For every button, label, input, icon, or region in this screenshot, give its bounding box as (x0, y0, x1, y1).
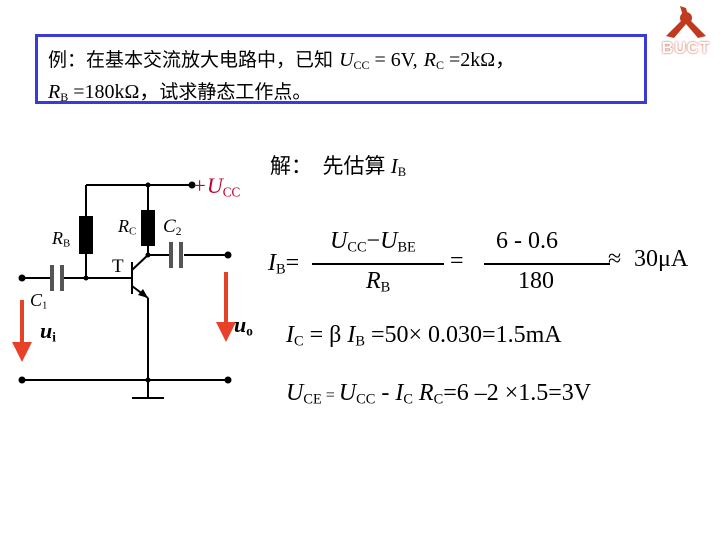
equation-uce: UCE = UCC - IC RC=6 –2 ×1.5=3V (286, 380, 592, 408)
problem-suffix: 试求静态工作点。 (159, 81, 312, 103)
transistor-label: T (112, 256, 124, 277)
input-terminal (18, 274, 26, 282)
eq1-numerator-2: 6 - 0.6 (496, 228, 558, 254)
input-ground-terminal (18, 376, 26, 384)
rc-resistor (141, 210, 155, 246)
c1-label: C1 (30, 290, 48, 312)
collector-junction (145, 252, 151, 258)
eq1-approx: ≈ (608, 246, 622, 272)
buct-logo: BUCT (652, 4, 720, 64)
ground-junction (145, 377, 151, 383)
vcc-terminal (188, 181, 196, 189)
rb-label: RB (52, 228, 71, 250)
emitter-arrow-icon (138, 289, 148, 298)
ui-label: ui (40, 318, 56, 345)
eq1-denominator-2: 180 (518, 268, 554, 294)
eq1-result: 30μA (634, 246, 689, 272)
output-ground-terminal (224, 376, 232, 384)
rb-given: RB =180kΩ， (48, 81, 160, 104)
problem-line-1: 例：在基本交流放大电路中，已知 UCC = 6V, RC =2kΩ， (48, 43, 515, 73)
rc-label: RC (118, 216, 137, 238)
vcc-label: +UCC (192, 173, 241, 200)
base-junction (83, 275, 89, 281)
c1-capacitor (50, 265, 64, 291)
eq1-lhs: IB= (268, 250, 300, 278)
equation-ic: IC = β IB =50× 0.030=1.5mA (286, 322, 562, 350)
eq1-equals: = (450, 248, 464, 274)
problem-line-2: RB =180kΩ，试求静态工作点。 (48, 75, 311, 105)
ui-arrow-icon (12, 300, 32, 362)
rail-junction (145, 182, 151, 188)
uo-label: uo (234, 312, 253, 339)
rb-resistor (79, 216, 93, 254)
eq1-fraction-bar-2 (484, 263, 610, 265)
problem-prefix: 例：在基本交流放大电路中，已知 (48, 49, 334, 71)
rc-given: RC =2kΩ， (423, 49, 516, 72)
logo-emblem-icon (666, 6, 706, 38)
ucc-given: UCC = 6V, (339, 49, 418, 72)
transistor-collector (131, 254, 149, 271)
logo-text: BUCT (661, 40, 711, 57)
eq1-denominator: RB (366, 268, 391, 296)
eq1-fraction-bar-1 (312, 263, 444, 265)
solution-heading: 解： 先估算 IB (270, 154, 407, 180)
c2-capacitor (169, 242, 183, 268)
eq1-numerator: UCC−UBE (330, 228, 416, 256)
problem-box: 例：在基本交流放大电路中，已知 UCC = 6V, RC =2kΩ， RB =1… (35, 34, 647, 104)
c2-label: C2 (163, 216, 182, 238)
output-terminal (224, 251, 232, 259)
uo-arrow-icon (216, 272, 236, 342)
